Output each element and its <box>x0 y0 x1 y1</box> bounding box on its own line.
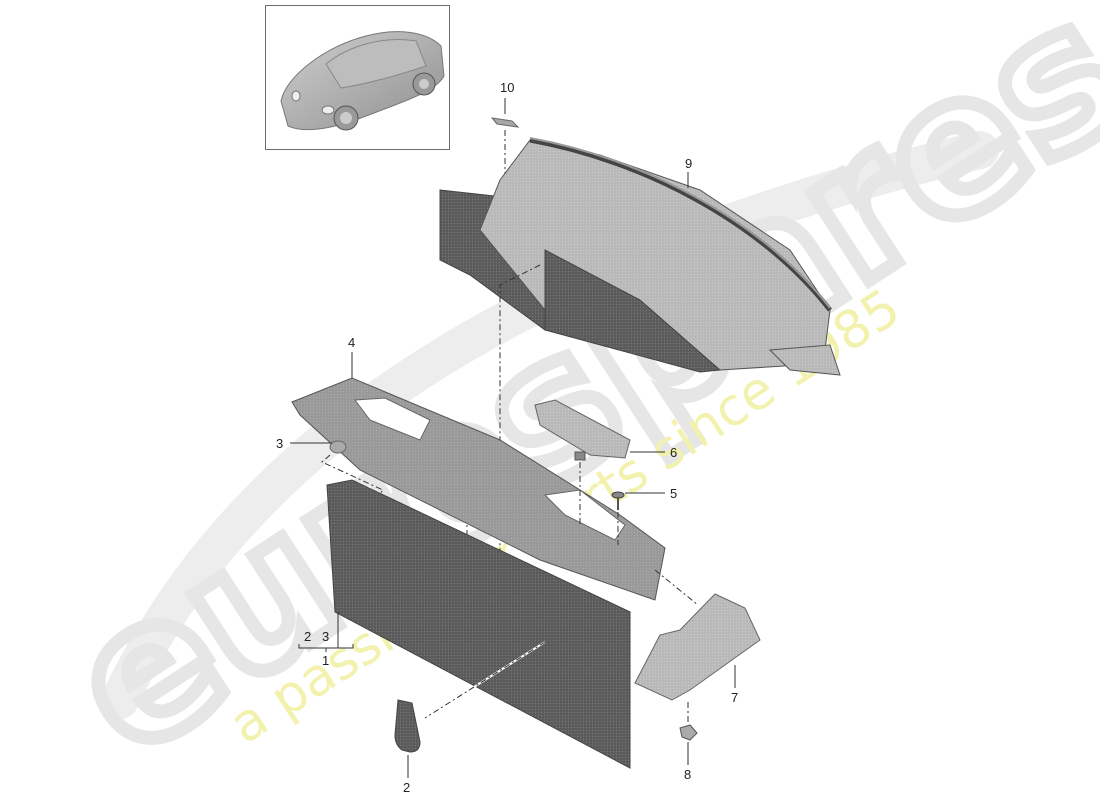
group-bracket <box>298 612 354 652</box>
part-7-side-panel <box>634 593 761 701</box>
callout-10: 10 <box>500 80 515 95</box>
callout-7: 7 <box>731 690 739 705</box>
callout-4: 4 <box>348 335 356 350</box>
car-icon <box>280 31 445 131</box>
callout-6: 6 <box>670 445 678 460</box>
part-10-clip <box>490 117 520 128</box>
part-5-screw <box>611 491 625 510</box>
part-6-cover <box>534 399 631 461</box>
vehicle-thumbnail <box>265 5 450 150</box>
callout-9: 9 <box>685 156 693 171</box>
callout-8: 8 <box>684 767 692 782</box>
part-8-clip <box>679 724 698 741</box>
callout-3-group: 3 <box>322 629 330 644</box>
part-9-rear-shelf <box>439 137 841 376</box>
part-3-clip <box>329 440 347 454</box>
callout-3: 3 <box>276 436 284 451</box>
part-1-carpet-panel <box>326 479 631 769</box>
callout-2-group: 2 <box>304 629 312 644</box>
callout-2: 2 <box>403 780 411 795</box>
callout-5: 5 <box>670 486 678 501</box>
callout-1: 1 <box>322 653 330 668</box>
part-2-insert <box>394 699 421 753</box>
